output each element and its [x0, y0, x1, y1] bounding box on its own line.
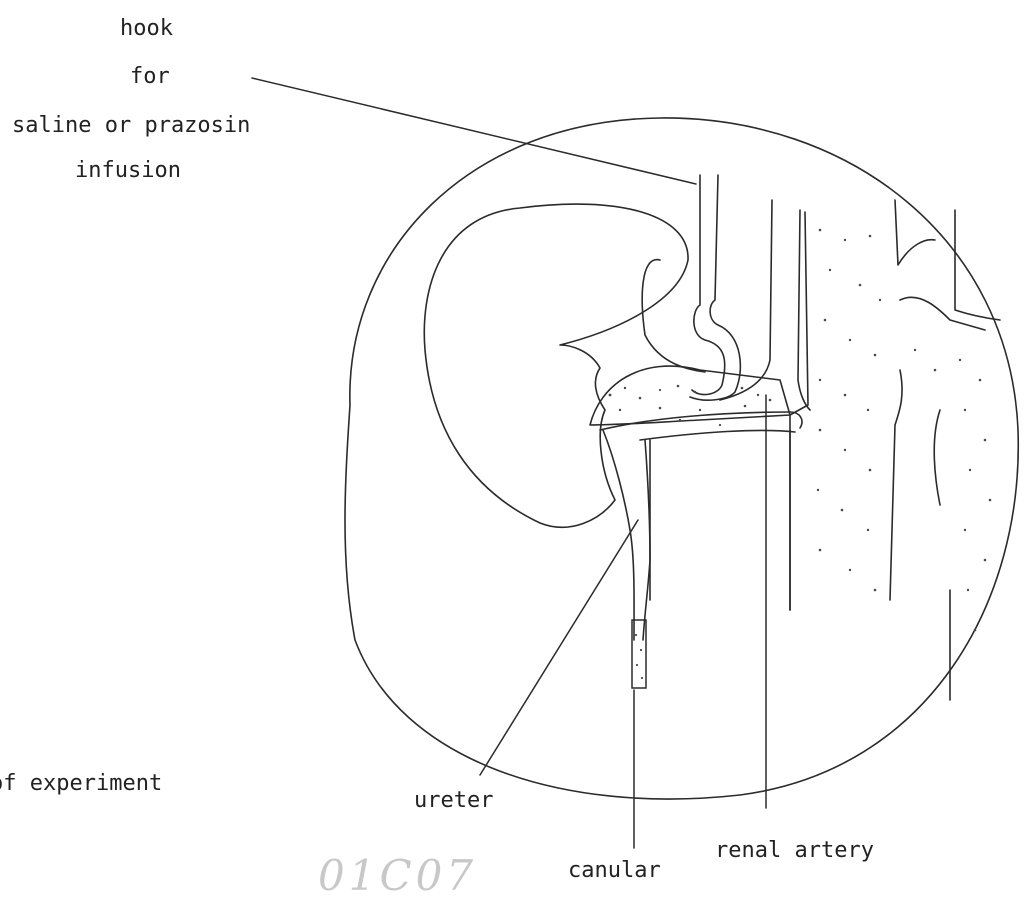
infusion-label: infusion — [75, 160, 181, 182]
horizontal-vessel-bottom — [640, 430, 795, 440]
saline-label: saline or prazosin — [12, 115, 250, 137]
hook-curve — [642, 260, 705, 372]
kidney-outline — [424, 204, 688, 527]
infusion-tube — [692, 175, 725, 395]
ureter-leader-line — [480, 520, 638, 775]
field-circle — [345, 118, 1018, 799]
vena-cava-right-wall — [890, 200, 985, 600]
hook-leader-line — [252, 78, 696, 184]
horizontal-vessel-top — [600, 412, 802, 430]
ureter-vessel-inner — [643, 440, 650, 640]
renal-artery-label: renal artery — [715, 840, 874, 862]
hook-label: hook — [120, 18, 173, 40]
hook-for-label: for — [130, 66, 170, 88]
right-vessel-branch — [934, 210, 1000, 700]
infusion-tube-inner — [690, 175, 740, 400]
caption-fragment: of experiment — [0, 773, 162, 795]
aorta-left-wall — [720, 200, 772, 400]
ureter-label: ureter — [414, 790, 493, 812]
accession-stamp: 01C07 — [318, 855, 477, 897]
canular-label: canular — [568, 860, 661, 882]
